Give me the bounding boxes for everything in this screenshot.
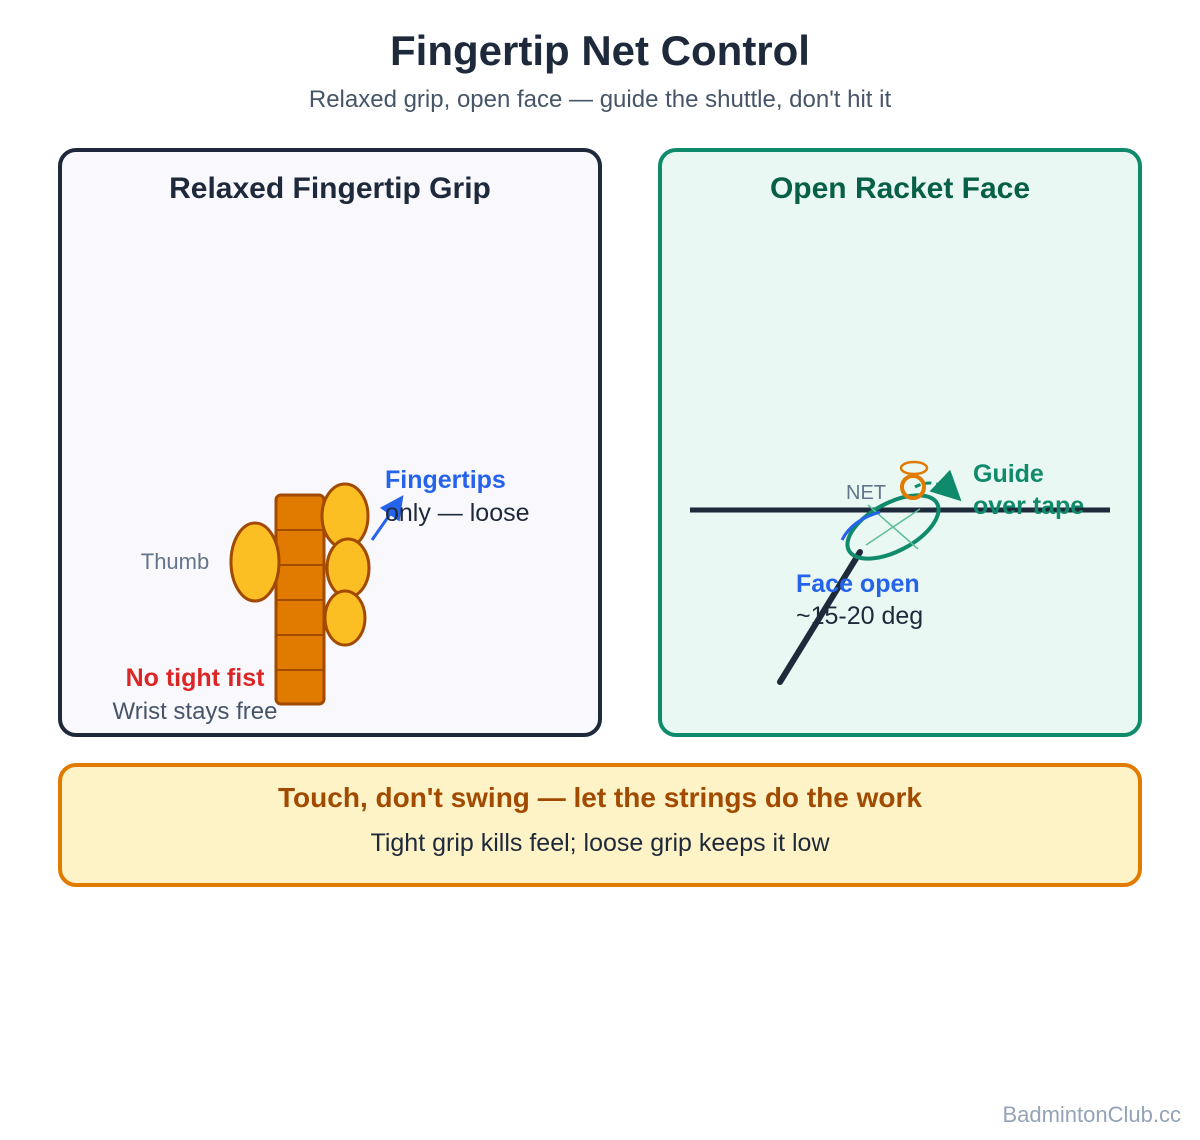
face-panel-title: Open Racket Face — [770, 172, 1030, 205]
face-angle-arc — [840, 510, 881, 541]
fingertips-pointer — [370, 495, 404, 541]
shuttle-icon — [899, 460, 929, 500]
thumb-label: Thumb — [141, 549, 209, 574]
fingertips-label: Fingertips — [385, 466, 506, 494]
tip-box: Touch, don't swing — let the strings do … — [58, 763, 1142, 887]
thumb-shape — [229, 521, 281, 603]
racket-handle — [274, 493, 326, 706]
wrist-note: Wrist stays free — [113, 698, 278, 725]
fingertip-bottom — [323, 589, 367, 647]
grip-panel-title: Relaxed Fingertip Grip — [169, 172, 491, 205]
page-title: Fingertip Net Control — [390, 27, 810, 74]
tip-headline: Touch, don't swing — let the strings do … — [278, 782, 922, 813]
grip-panel-frame — [58, 148, 602, 737]
guide-label-line1: Guide — [973, 460, 1044, 488]
no-tight-fist-label: No tight fist — [126, 664, 266, 692]
fingertips-note: only — loose — [385, 499, 530, 527]
net-label: NET — [846, 482, 886, 504]
face-panel-frame — [658, 148, 1142, 737]
page-subtitle: Relaxed grip, open face — guide the shut… — [309, 86, 892, 113]
guide-label-line2: over tape — [973, 492, 1084, 520]
tip-note: Tight grip kills feel; loose grip keeps … — [371, 829, 831, 857]
face-panel: Open Racket Face NET Guide over tape Fac… — [658, 148, 1142, 737]
face-angle-label: ~15-20 deg — [796, 602, 923, 630]
racket-shaft — [777, 549, 863, 685]
face-open-label: Face open — [796, 570, 920, 598]
brand-watermark: BadmintonClub.cc — [1002, 1102, 1181, 1127]
guide-arrow — [914, 469, 962, 502]
fingertip-middle — [325, 537, 371, 599]
grip-panel: Relaxed Fingertip Grip Thumb Fingertips … — [58, 148, 602, 737]
